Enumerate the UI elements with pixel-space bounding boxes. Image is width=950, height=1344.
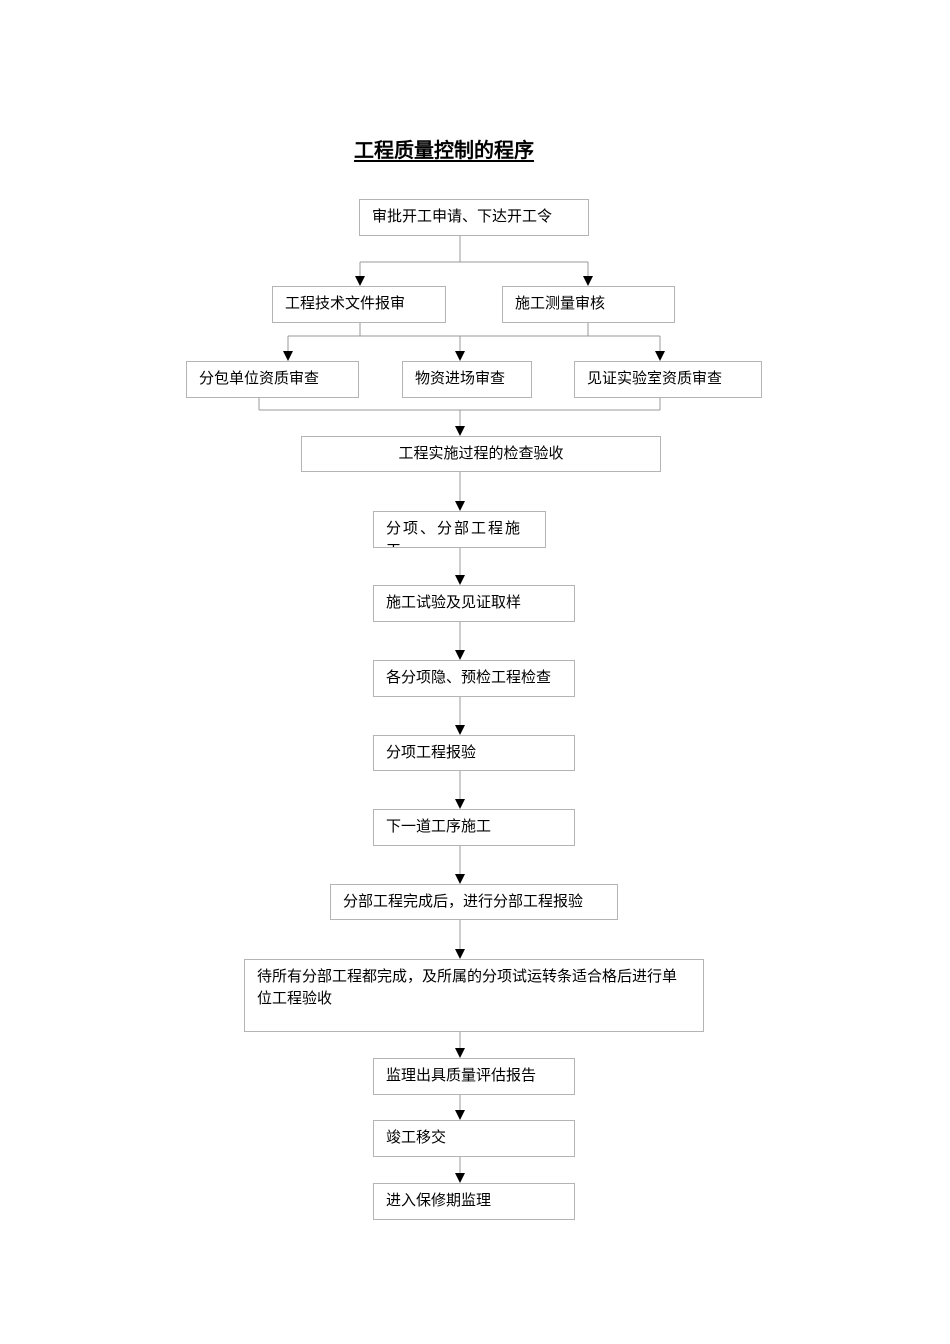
step-unit-acceptance: 待所有分部工程都完成，及所属的分项试运转条适合格后进行单位工程验收	[244, 959, 704, 1032]
step-lab-review: 见证实验室资质审查	[574, 361, 762, 398]
arrow-head	[355, 276, 365, 286]
step-sub-report: 分项工程报验	[373, 735, 575, 771]
arrow-head	[655, 351, 665, 361]
arrow-head	[455, 1173, 465, 1183]
arrow-head	[455, 949, 465, 959]
step-tech-docs: 工程技术文件报审	[272, 286, 446, 323]
step-handover: 竣工移交	[373, 1120, 575, 1157]
step-materials: 物资进场审查	[402, 361, 532, 398]
step-warranty: 进入保修期监理	[373, 1183, 575, 1220]
page-title: 工程质量控制的程序	[354, 138, 534, 162]
arrow-head	[455, 501, 465, 511]
step-test-sampling: 施工试验及见证取样	[373, 585, 575, 622]
arrow-head	[455, 650, 465, 660]
arrow-head	[455, 725, 465, 735]
arrow-head	[455, 874, 465, 884]
arrow-head	[455, 799, 465, 809]
step-approve-start: 审批开工申请、下达开工令	[359, 199, 589, 236]
arrow-head	[583, 276, 593, 286]
step-division-report: 分部工程完成后，进行分部工程报验	[330, 884, 618, 920]
connector-line	[287, 323, 661, 351]
arrow-head	[455, 351, 465, 361]
step-subcontractor: 分包单位资质审查	[186, 361, 359, 398]
arrow-head	[455, 1048, 465, 1058]
step-sub-construction: 分项、分部工程施工	[373, 511, 546, 548]
step-quality-report: 监理出具质量评估报告	[373, 1058, 575, 1095]
step-inspection: 工程实施过程的检查验收	[301, 436, 661, 472]
arrow-head	[455, 426, 465, 436]
arrow-head	[455, 1110, 465, 1120]
arrow-head	[283, 351, 293, 361]
step-next-process: 下一道工序施工	[373, 809, 575, 846]
connector-line	[258, 398, 661, 426]
step-hidden-inspection: 各分项隐、预检工程检查	[373, 660, 575, 697]
arrow-head	[455, 575, 465, 585]
connector-line	[359, 236, 589, 276]
step-survey-review: 施工测量审核	[502, 286, 675, 323]
